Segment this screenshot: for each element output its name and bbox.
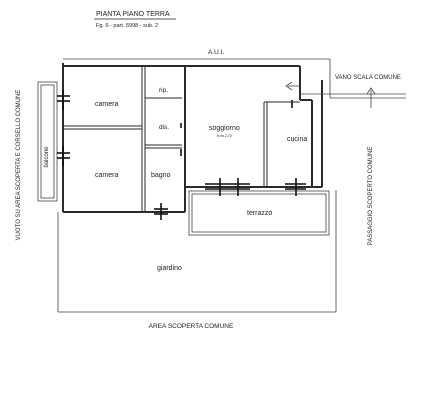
entrance-arrow-icon bbox=[285, 81, 299, 91]
room-bagno: bagno bbox=[151, 172, 171, 179]
vano-scala-lines bbox=[300, 59, 406, 99]
room-terrazzo: terrazzo bbox=[247, 210, 272, 217]
vuoto-side-label: VUOTO SU AREA SCOPERTA E CORSELLO COMUNE bbox=[16, 90, 22, 241]
room-giardino: giardino bbox=[157, 265, 182, 272]
giardino-boundary bbox=[57, 190, 337, 313]
aui-label: A.U.I. bbox=[208, 49, 224, 56]
room-rip: rip. bbox=[159, 87, 168, 94]
interior-walls bbox=[63, 66, 300, 212]
window-symbols bbox=[57, 90, 306, 220]
room-camera-bottom: camera bbox=[95, 172, 118, 179]
room-cucina: cucina bbox=[287, 136, 307, 143]
balcone-label: balcone bbox=[44, 146, 50, 168]
area-scoperta-label: AREA SCOPERTA COMUNE bbox=[149, 323, 234, 330]
terrazzo-outline bbox=[188, 190, 330, 236]
plan-subtitle: Fg. 6 - part. 5998 - sub. 2 bbox=[96, 23, 158, 29]
passaggio-side-label: PASSAGGIO SCOPERTO COMUNE bbox=[368, 147, 374, 246]
vano-scala-label: VANO SCALA COMUNE bbox=[335, 75, 401, 81]
outer-walls bbox=[62, 63, 323, 213]
room-dis: dis. bbox=[159, 124, 169, 131]
stair-up-arrow-icon bbox=[366, 87, 376, 108]
room-camera-top: camera bbox=[95, 101, 118, 108]
plan-title: PIANTA PIANO TERRA bbox=[96, 11, 170, 18]
room-soggiorno: soggiorno bbox=[209, 125, 240, 132]
balcone-outline bbox=[37, 81, 58, 202]
room-soggiorno-note: h=m 2.70 bbox=[217, 134, 232, 138]
